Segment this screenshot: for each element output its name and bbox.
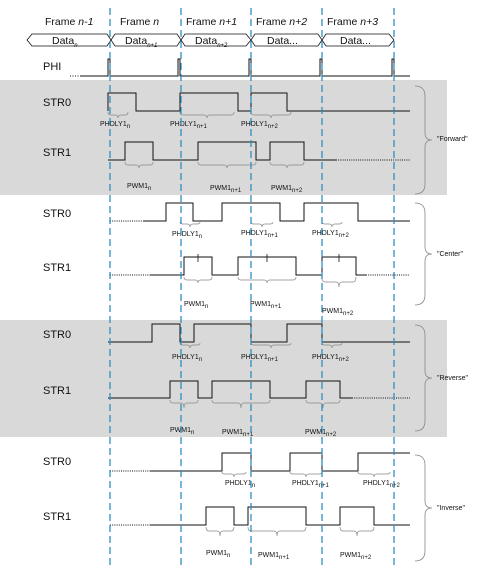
frame-headers: Frame n-1 Frame n Frame n+1 Frame n+2 Fr…: [45, 16, 378, 28]
reverse-str1-label: STR1: [43, 385, 71, 397]
data-cell-4: [321, 33, 395, 47]
reverse-mode-label: "Reverse": [437, 375, 469, 382]
frame-label-2: Frame n+1: [186, 16, 237, 28]
forward-pwm-label-0: PWM1n: [127, 183, 151, 192]
frame-label-0: Frame n-1: [45, 16, 93, 28]
center-phdly-label-2: PHDLY1n+2: [312, 230, 350, 239]
forward-pwm-label-1: PWM1n+1: [210, 185, 242, 194]
forward-phdly-label-1: PHDLY1n+1: [170, 121, 208, 130]
reverse-pwm-label-2: PWM1n+2: [305, 429, 337, 438]
inverse-phdly-label-0: PHDLY1n: [225, 480, 255, 489]
reverse-phdly-label-1: PHDLY1n+1: [241, 354, 279, 363]
inverse-mode-label: "Inverse": [437, 505, 465, 512]
reverse-phdly-braces: [179, 342, 343, 349]
data-cell-label-0: Datan: [52, 35, 78, 49]
center-pwm-label-1: PWM1n+1: [250, 301, 282, 310]
forward-str0-waveform: [107, 92, 410, 112]
reverse-pwm-braces: [169, 399, 341, 409]
forward-mode-bracket: [414, 85, 433, 195]
forward-str1-waveform: [108, 141, 336, 161]
center-mode-bracket: [414, 202, 433, 306]
reverse-mode-bracket: [414, 324, 433, 432]
center-pwm-label-2: PWM1n+2: [322, 308, 354, 317]
data-bus-labels: Datan Datan+1 Datan+2 Data... Data...: [52, 35, 371, 49]
inverse-str1-label: STR1: [43, 511, 71, 523]
center-pwm-label-0: PWM1n: [184, 301, 208, 310]
inverse-str0-waveform: [150, 452, 410, 472]
reverse-phdly-label-0: PHDLY1n: [172, 354, 202, 363]
forward-phdly-label-0: PHDLY1n: [100, 121, 130, 130]
data-cell-label-2: Datan+2: [195, 35, 228, 49]
section-bg-forward: [0, 80, 447, 195]
data-cell-label-1: Datan+1: [125, 35, 157, 49]
center-str0-waveform: [143, 202, 410, 222]
phi-waveform: [80, 58, 410, 77]
reverse-pwm-label-1: PWM1n+1: [222, 429, 254, 438]
center-mode-label: "Center": [437, 251, 463, 258]
inverse-mode-bracket: [414, 454, 433, 562]
center-phdly-label-0: PHDLY1n: [172, 231, 202, 240]
center-str0-label: STR0: [43, 208, 71, 220]
center-str1-label: STR1: [43, 262, 71, 274]
forward-str1-label: STR1: [43, 147, 71, 159]
forward-str0-label: STR0: [43, 97, 71, 109]
inverse-str1-waveform: [150, 506, 410, 526]
reverse-str0-waveform: [108, 323, 410, 343]
section-inverse: STR0 STR1 PHDLY1n PHDLY1n+1 PHDLY1n+2 PW…: [43, 452, 465, 562]
center-str1-waveform: [150, 256, 366, 276]
reverse-phdly-label-2: PHDLY1n+2: [312, 354, 350, 363]
frame-label-4: Frame n+3: [327, 16, 378, 28]
data-bus: [26, 33, 395, 47]
forward-pwm-label-2: PWM1n+2: [271, 185, 303, 194]
section-center: STR0 STR1 PHDLY1n PHDLY1n+1 PHDLY1n+2: [43, 202, 463, 317]
center-phdly-label-1: PHDLY1n+1: [241, 230, 279, 239]
inverse-pwm-label-0: PWM1n: [206, 550, 230, 559]
section-bg-reverse: [0, 320, 447, 437]
forward-mode-label: "Forward": [437, 136, 468, 143]
inverse-phdly-label-1: PHDLY1n+1: [292, 480, 330, 489]
data-cell-label-4: Data...: [340, 35, 371, 47]
reverse-str0-label: STR0: [43, 329, 71, 341]
inverse-pwm-label-1: PWM1n+1: [258, 552, 290, 561]
reverse-str1-waveform: [108, 380, 352, 399]
inverse-phdly-braces: [221, 471, 391, 478]
frame-label-3: Frame n+2: [256, 16, 307, 28]
data-cell-label-3: Data...: [267, 35, 298, 47]
center-pwm-braces: [183, 276, 357, 288]
center-phdly-braces: [179, 221, 343, 228]
frame-dividers: [109, 8, 395, 568]
inverse-pwm-braces: [205, 526, 375, 537]
inverse-pwm-label-2: PWM1n+2: [340, 552, 372, 561]
center-tick-marks: [197, 254, 340, 262]
forward-phdly-braces: [107, 111, 292, 119]
phi-label: PHI: [43, 61, 61, 73]
frame-label-1: Frame n: [120, 16, 159, 28]
forward-pwm-braces: [124, 161, 305, 169]
section-forward: STR0 STR1 PHDLY1n PHDLY1n+1 PHDLY1n+2 PW…: [43, 85, 468, 195]
inverse-str0-label: STR0: [43, 456, 71, 468]
inverse-phdly-label-2: PHDLY1n+2: [363, 480, 401, 489]
forward-phdly-label-2: PHDLY1n+2: [241, 121, 279, 130]
